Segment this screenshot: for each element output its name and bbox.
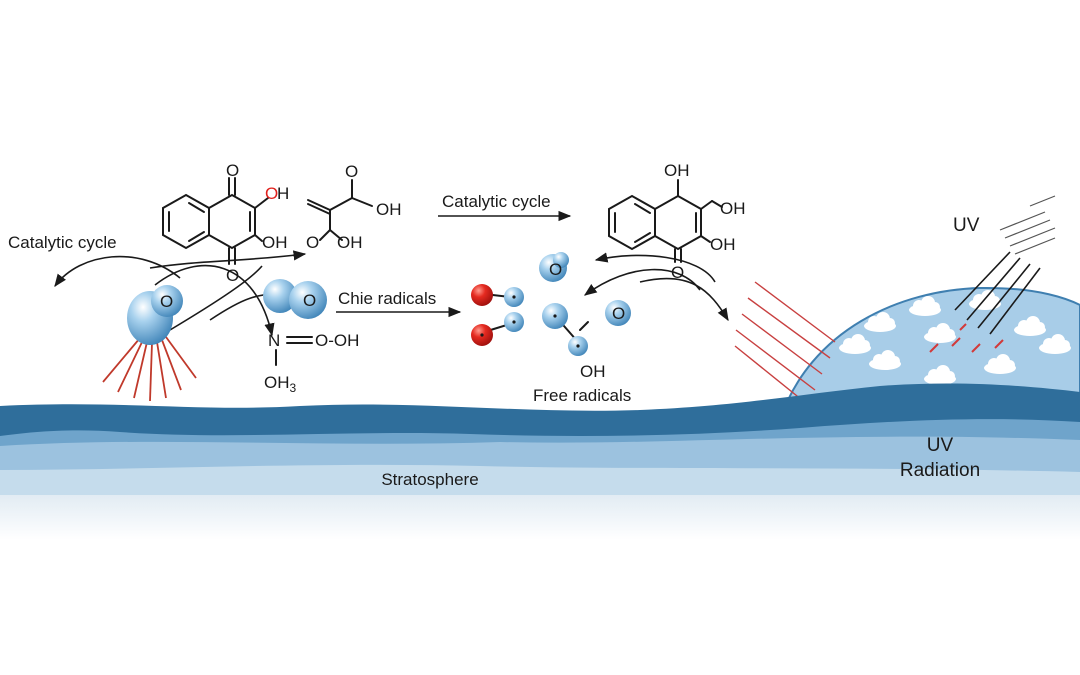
uv-label: UV (953, 215, 980, 236)
radical-top: O (539, 252, 569, 282)
nitro-oh3-main: OH (264, 373, 290, 392)
naphtho-oh-red-h: H (277, 184, 289, 203)
catalytic-cycle-top-label: Catalytic cycle (442, 192, 551, 211)
right-o-bottom: O (671, 263, 684, 282)
sphere-left-label: O (160, 292, 173, 311)
uv-radiation-label-line2: Radiation (900, 460, 980, 481)
radical-right: O (605, 300, 631, 326)
naphthol-structure (608, 179, 723, 263)
stratosphere-layers (0, 383, 1080, 540)
uv-absorption-marks (929, 323, 1004, 353)
free-radicals-label: Free radicals (533, 386, 631, 405)
nitro-oh3-sub: 3 (290, 381, 297, 395)
oxygen-radical-pair-1 (471, 284, 524, 307)
acid-oh-1: OH (376, 200, 402, 219)
molecule-sphere-icon: O O O (102, 252, 631, 402)
oxygen-radical-pair-2 (471, 312, 524, 346)
right-oh-side: OH (720, 199, 746, 218)
uv-radiation-label-line1: UV (927, 435, 954, 456)
sphere-radical-right-label: O (612, 304, 625, 323)
stratosphere-label: Stratosphere (381, 470, 478, 489)
acid-o-top: O (345, 162, 358, 181)
acid-oh-2: OH (337, 233, 363, 252)
radical-oh-label: OH (580, 362, 606, 381)
acid-o-left: O (306, 233, 319, 252)
naphtho-oh-red: O (265, 184, 278, 203)
sphere-mid-label: O (303, 291, 316, 310)
catalytic-cycle-left-label: Catalytic cycle (8, 233, 117, 252)
naphtho-o-top: O (226, 161, 239, 180)
naphtho-oh-2: OH (262, 233, 288, 252)
left-molecule: O (102, 285, 197, 402)
nitro-n: N (268, 331, 280, 350)
right-oh-top: OH (664, 161, 690, 180)
chie-radicals-label: Chie radicals (338, 289, 436, 308)
reaction-arrows (54, 210, 729, 337)
nitro-ooh: O-OH (315, 331, 359, 350)
sun-ray-icon (734, 195, 1056, 401)
naphthoquinone-structure (162, 177, 269, 265)
acid-structure (307, 179, 373, 241)
sphere-radical-top-label: O (549, 260, 562, 279)
radical-cluster: OH (542, 303, 606, 381)
nitro-oh3: OH3 (264, 373, 297, 395)
nitro-structure (275, 336, 313, 366)
right-oh-2: OH (710, 235, 736, 254)
mid-molecule: O (263, 279, 327, 319)
